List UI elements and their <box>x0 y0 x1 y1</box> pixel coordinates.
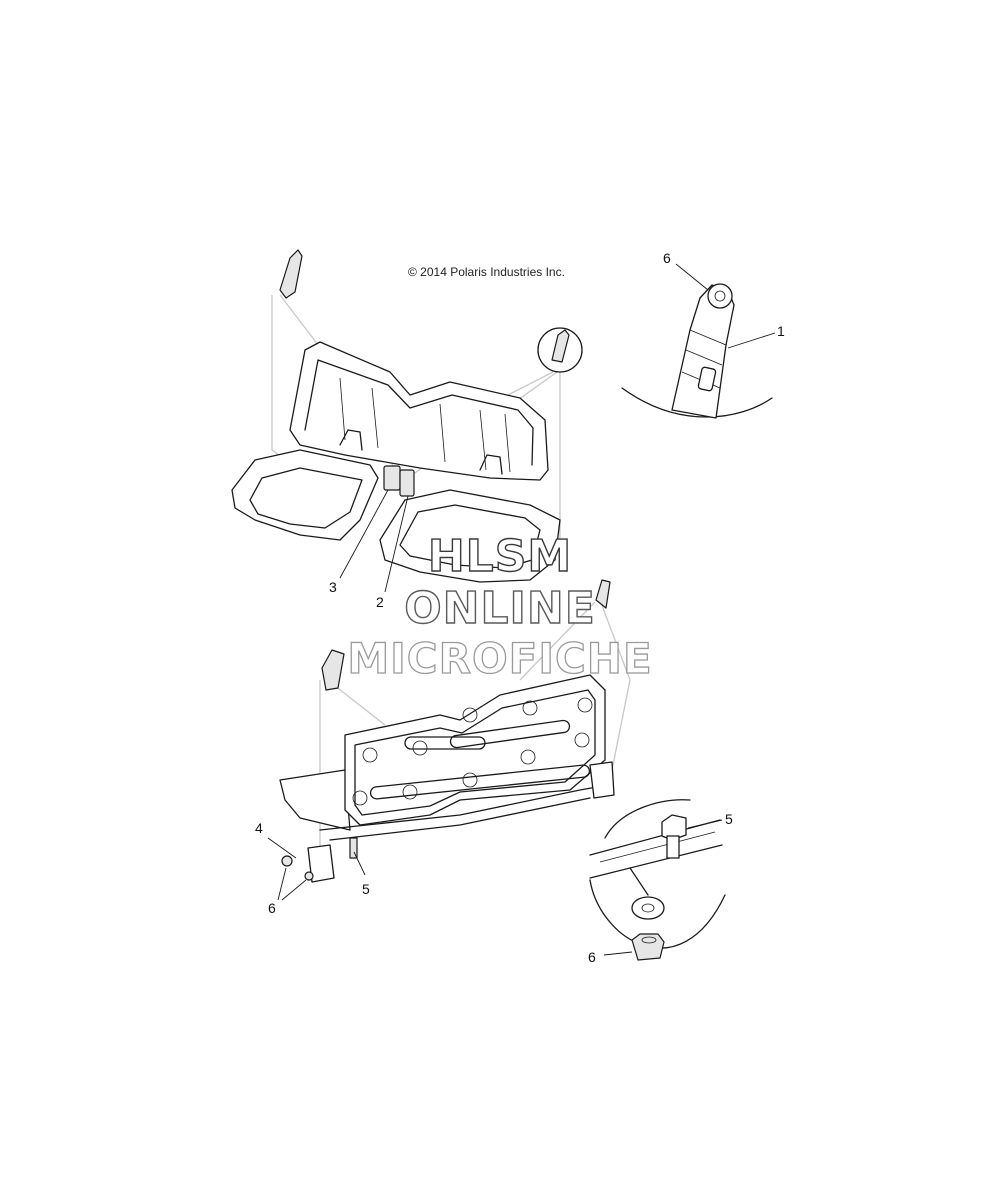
watermark-line-2: ONLINE <box>404 583 596 634</box>
bolt-icon <box>661 814 687 841</box>
callout-5-detail: 5 <box>725 811 733 827</box>
watermark-line-3: MICROFICHE <box>347 634 653 683</box>
callout-3: 3 <box>329 579 337 595</box>
callout-6-detail: 6 <box>588 949 596 965</box>
retractor-icon <box>321 649 345 691</box>
bolt-icon <box>349 837 358 859</box>
copyright-notice: © 2014 Polaris Industries Inc. <box>408 265 565 279</box>
bolt-icon <box>707 283 733 309</box>
watermark-line-1: HLSM <box>427 531 573 582</box>
callout-1: 1 <box>777 323 785 339</box>
buckle-icon <box>399 469 415 497</box>
callout-5-lower-left: 5 <box>362 881 370 897</box>
lower-bench-seat-rear <box>267 579 631 901</box>
retractor-icon <box>279 249 303 299</box>
callout-6-upper: 6 <box>663 250 671 266</box>
flange-nut-icon <box>631 933 665 961</box>
nut-icon <box>304 871 314 881</box>
upper-bench-seat <box>231 249 583 583</box>
buckle-icon <box>383 465 401 491</box>
callout-6-lower-left: 6 <box>268 900 276 916</box>
retractor-bolt-detail <box>621 263 776 419</box>
mount-holes <box>352 697 593 806</box>
callout-2: 2 <box>376 594 384 610</box>
washer-icon <box>281 855 293 867</box>
anchor-block-icon <box>307 844 335 883</box>
eyelet-icon <box>631 896 665 920</box>
callout-4: 4 <box>255 820 263 836</box>
anchor-bolt-detail <box>589 799 726 961</box>
